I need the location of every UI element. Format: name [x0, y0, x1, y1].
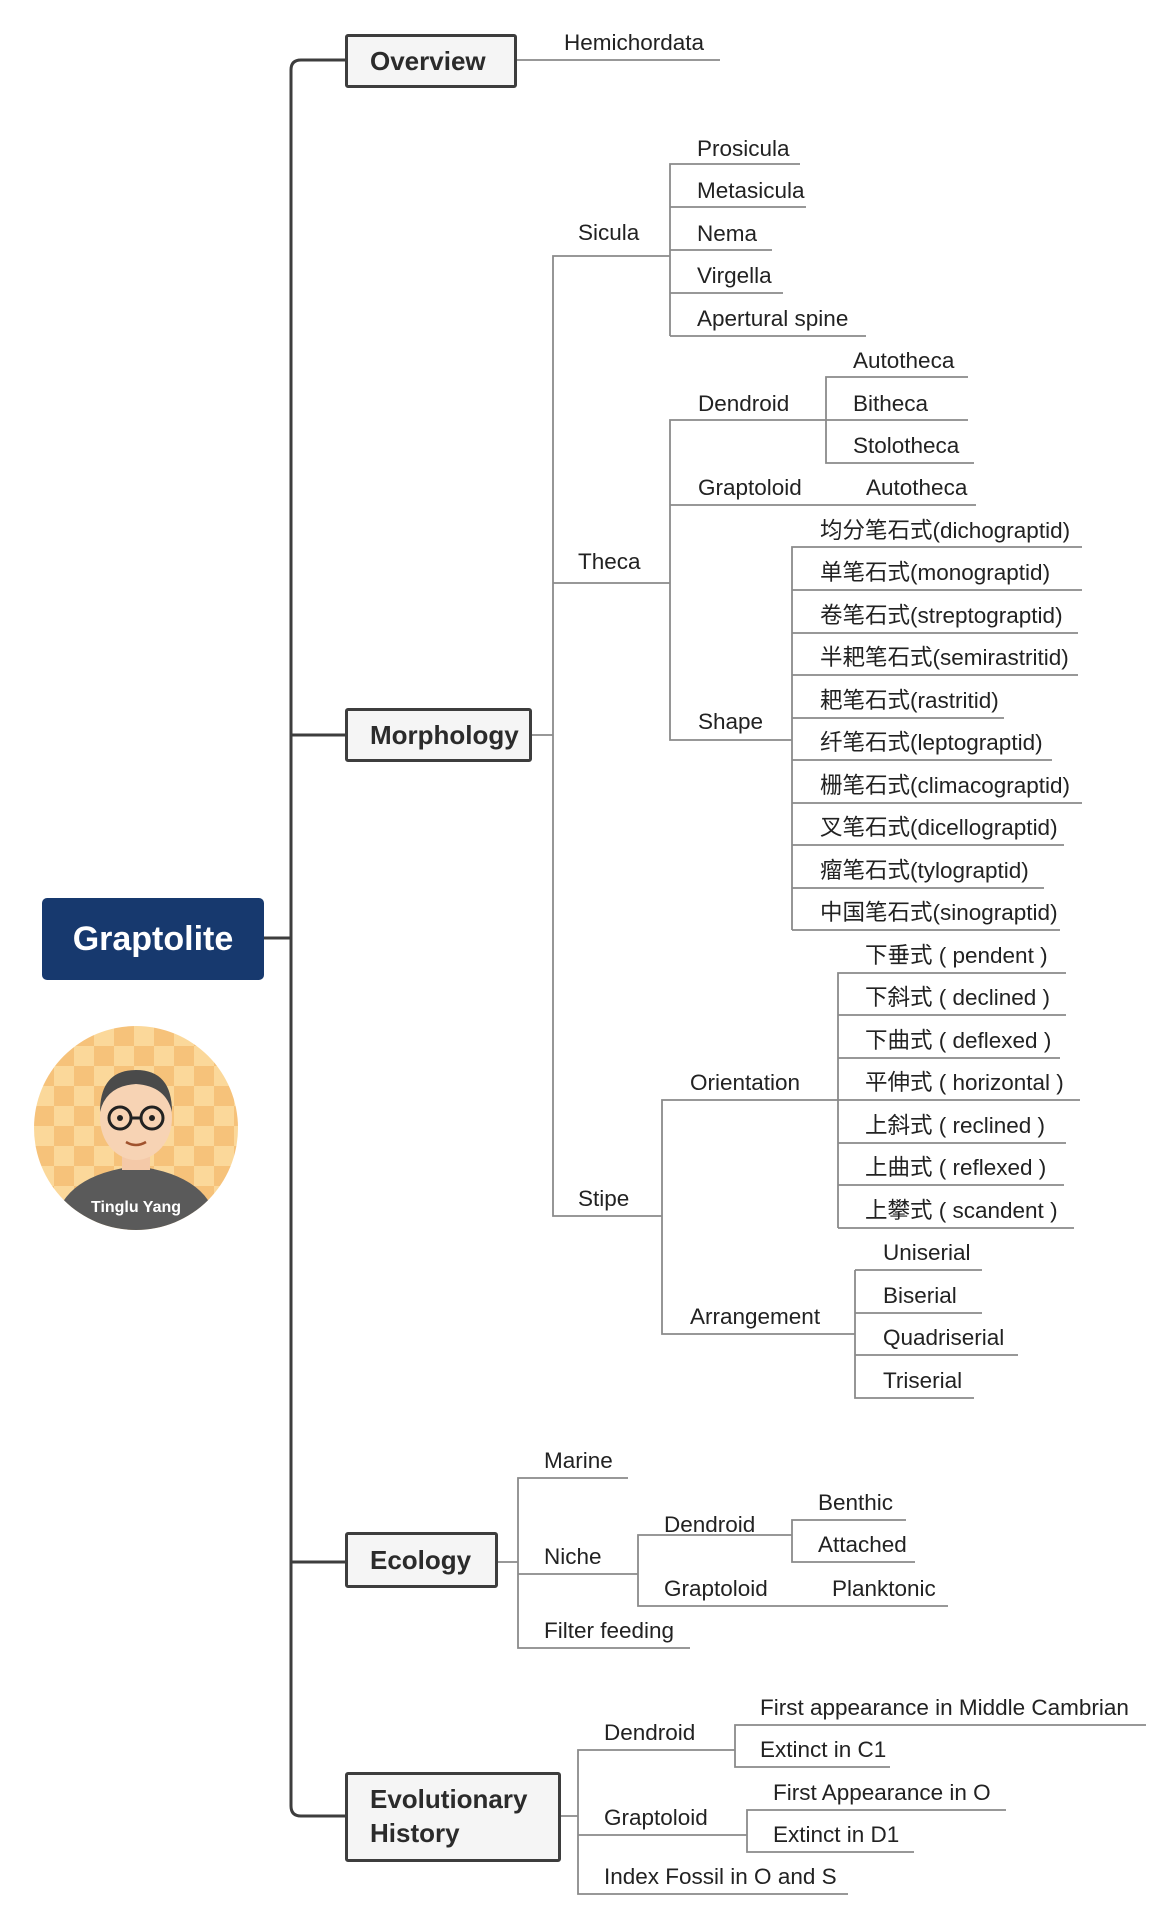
node-nema[interactable]: Nema — [697, 221, 758, 246]
node-niche[interactable]: Niche — [544, 1544, 602, 1569]
node-shape-10[interactable]: 中国笔石式(sinograptid) — [820, 900, 1058, 925]
node-ecology-label: Ecology — [370, 1544, 472, 1575]
node-evolution-label-1: Evolutionary — [370, 1784, 528, 1815]
node-apertural-spine[interactable]: Apertural spine — [697, 306, 849, 331]
node-niche-dendroid[interactable]: Dendroid — [664, 1512, 756, 1537]
node-prosicula[interactable]: Prosicula — [697, 136, 790, 161]
node-morphology[interactable]: Morphology — [345, 708, 532, 762]
node-hemichordata[interactable]: Hemichordata — [564, 30, 705, 55]
node-evo-dendroid-first[interactable]: First appearance in Middle Cambrian — [760, 1695, 1129, 1720]
node-shape-2[interactable]: 单笔石式(monograptid) — [820, 560, 1051, 585]
node-orient-reflexed[interactable]: 上曲式 ( reflexed ) — [865, 1155, 1047, 1180]
node-benthic[interactable]: Benthic — [818, 1490, 894, 1515]
node-theca-graptoloid[interactable]: Graptoloid — [698, 475, 802, 500]
node-morphology-label: Morphology — [370, 719, 519, 750]
node-evo-dendroid-extinct[interactable]: Extinct in C1 — [760, 1737, 887, 1762]
node-evolution-label-2: History — [370, 1818, 460, 1848]
node-orient-scandent[interactable]: 上攀式 ( scandent ) — [865, 1198, 1058, 1223]
node-niche-graptoloid[interactable]: Graptoloid — [664, 1576, 768, 1601]
node-evo-graptoloid-first[interactable]: First Appearance in O — [773, 1780, 991, 1805]
node-shape-5[interactable]: 耙笔石式(rastritid) — [820, 688, 999, 713]
avatar-name: Tinglu Yang — [91, 1199, 181, 1216]
node-planktonic[interactable]: Planktonic — [832, 1576, 936, 1601]
node-index-fossil[interactable]: Index Fossil in O and S — [604, 1864, 837, 1889]
node-stipe[interactable]: Stipe — [578, 1186, 630, 1211]
node-triserial[interactable]: Triserial — [883, 1368, 963, 1393]
node-orient-declined[interactable]: 下斜式 ( declined ) — [865, 985, 1051, 1010]
node-uniserial[interactable]: Uniserial — [883, 1240, 971, 1265]
node-shape-7[interactable]: 栅笔石式(climacograptid) — [820, 773, 1071, 798]
node-evo-dendroid[interactable]: Dendroid — [604, 1720, 696, 1745]
node-arrangement[interactable]: Arrangement — [690, 1304, 821, 1329]
node-autotheca[interactable]: Autotheca — [853, 348, 955, 373]
node-stolotheca[interactable]: Stolotheca — [853, 433, 960, 458]
node-graptoloid-autotheca[interactable]: Autotheca — [866, 475, 968, 500]
node-orientation[interactable]: Orientation — [690, 1070, 801, 1095]
node-orient-pendent[interactable]: 下垂式 ( pendent ) — [865, 943, 1048, 968]
node-theca[interactable]: Theca — [578, 549, 641, 574]
node-shape-4[interactable]: 半耙笔石式(semirastritid) — [820, 645, 1069, 670]
node-bitheca[interactable]: Bitheca — [853, 391, 929, 416]
node-metasicula[interactable]: Metasicula — [697, 178, 805, 203]
node-shape-1[interactable]: 均分笔石式(dichograptid) — [820, 518, 1071, 543]
node-virgella[interactable]: Virgella — [697, 263, 772, 288]
node-attached[interactable]: Attached — [818, 1532, 907, 1557]
node-orient-deflexed[interactable]: 下曲式 ( deflexed ) — [865, 1028, 1052, 1053]
node-shape-6[interactable]: 纤笔石式(leptograptid) — [820, 730, 1043, 755]
node-overview-label: Overview — [370, 45, 486, 76]
node-orient-horizontal[interactable]: 平伸式 ( horizontal ) — [865, 1070, 1064, 1095]
node-sicula[interactable]: Sicula — [578, 220, 640, 245]
node-theca-shape[interactable]: Shape — [698, 709, 764, 734]
avatar: Tinglu Yang — [34, 1026, 238, 1230]
node-filter-feeding[interactable]: Filter feeding — [544, 1618, 675, 1643]
node-biserial[interactable]: Biserial — [883, 1283, 957, 1308]
node-ecology[interactable]: Ecology — [345, 1532, 498, 1588]
node-shape-3[interactable]: 卷笔石式(streptograptid) — [820, 603, 1063, 628]
root-node[interactable]: Graptolite — [42, 898, 264, 980]
node-shape-9[interactable]: 瘤笔石式(tylograptid) — [820, 858, 1029, 883]
node-marine[interactable]: Marine — [544, 1448, 613, 1473]
node-theca-dendroid[interactable]: Dendroid — [698, 391, 790, 416]
node-overview[interactable]: Overview — [345, 34, 517, 88]
node-evo-graptoloid[interactable]: Graptoloid — [604, 1805, 708, 1830]
node-evo-graptoloid-extinct[interactable]: Extinct in D1 — [773, 1822, 900, 1847]
node-shape-8[interactable]: 叉笔石式(dicellograptid) — [820, 815, 1058, 840]
node-orient-reclined[interactable]: 上斜式 ( reclined ) — [865, 1113, 1046, 1138]
node-quadriserial[interactable]: Quadriserial — [883, 1325, 1005, 1350]
node-evolutionary-history[interactable]: Evolutionary History — [345, 1772, 561, 1862]
